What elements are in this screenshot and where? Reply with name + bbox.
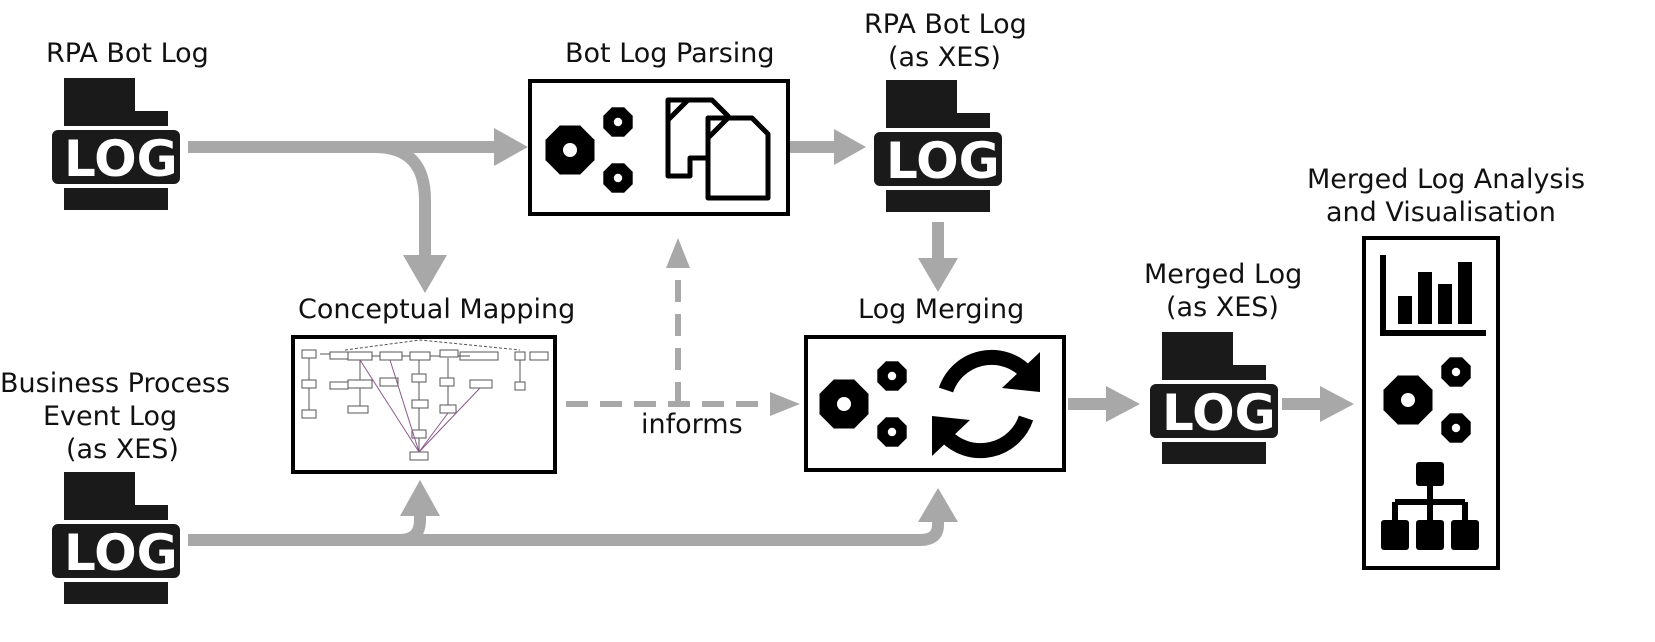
bot-log-parsing-label: Bot Log Parsing [565, 38, 775, 69]
mapping-diagram-thumbnail [301, 339, 549, 461]
log-file-icon: LOG [1148, 332, 1280, 464]
copy-documents-icon [665, 97, 771, 201]
bp-label-line-3: (as XES) [66, 434, 179, 465]
log-icon-text: LOG [886, 132, 1000, 190]
bar-chart-icon [1380, 255, 1486, 336]
arrow-head [666, 238, 690, 268]
arrow-rpa-to-mapping [374, 141, 431, 258]
refresh-icon [938, 349, 1034, 459]
arrow-bp-to-mapping [399, 515, 426, 546]
arrow-head [770, 392, 800, 416]
log-file-icon: LOG [50, 472, 182, 604]
conceptual-mapping-label: Conceptual Mapping [298, 294, 575, 325]
merged-log-node: Merged Log (as XES) LOG [1144, 259, 1302, 464]
analysis-label-line-1: Merged Log Analysis [1307, 164, 1585, 195]
bp-label-line-1: Business Process [0, 368, 230, 399]
analysis-node: Merged Log Analysis and Visualisation [1307, 164, 1585, 570]
arrow-head [403, 255, 447, 293]
log-icon-text: LOG [64, 130, 178, 188]
bot-log-parsing-node: Bot Log Parsing [528, 38, 790, 216]
conceptual-mapping-node: Conceptual Mapping [291, 294, 575, 474]
refresh-arrow-head [1002, 352, 1040, 392]
merged-log-label-line-1: Merged Log [1144, 259, 1302, 290]
log-merging-label: Log Merging [858, 294, 1024, 325]
log-file-icon: LOG [872, 80, 1004, 212]
arrow-head [834, 129, 866, 165]
arrow-head [918, 488, 958, 522]
flow-arrows [188, 128, 1354, 546]
rpa-xes-label-line-2: (as XES) [888, 42, 1001, 73]
refresh-arrow-head [932, 416, 970, 456]
analysis-label-line-2: and Visualisation [1326, 197, 1556, 228]
arrow-bp-to-merging [188, 520, 944, 546]
rpa-bot-log-node: RPA Bot Log LOG [46, 38, 209, 210]
log-icon-text: LOG [1162, 384, 1276, 442]
arrow-head [1106, 386, 1140, 422]
rpa-xes-label-line-1: RPA Bot Log [864, 9, 1027, 40]
arrow-head [1320, 386, 1354, 422]
informs-label: informs [641, 409, 743, 440]
hierarchy-icon [1381, 462, 1479, 550]
log-merging-node: Log Merging [804, 294, 1066, 472]
log-icon-text: LOG [64, 524, 178, 582]
merged-log-label-line-2: (as XES) [1166, 292, 1279, 323]
arrow-head [400, 480, 440, 516]
arrow-head [918, 258, 958, 292]
rpa-bot-log-xes-node: RPA Bot Log (as XES) LOG [864, 9, 1027, 212]
rpa-bot-log-label: RPA Bot Log [46, 38, 209, 69]
business-process-log-node: Business Process Event Log (as XES) LOG [0, 368, 230, 604]
arrow-head [494, 128, 528, 166]
log-file-icon: LOG [50, 78, 182, 210]
bp-label-line-2: Event Log [43, 401, 177, 432]
